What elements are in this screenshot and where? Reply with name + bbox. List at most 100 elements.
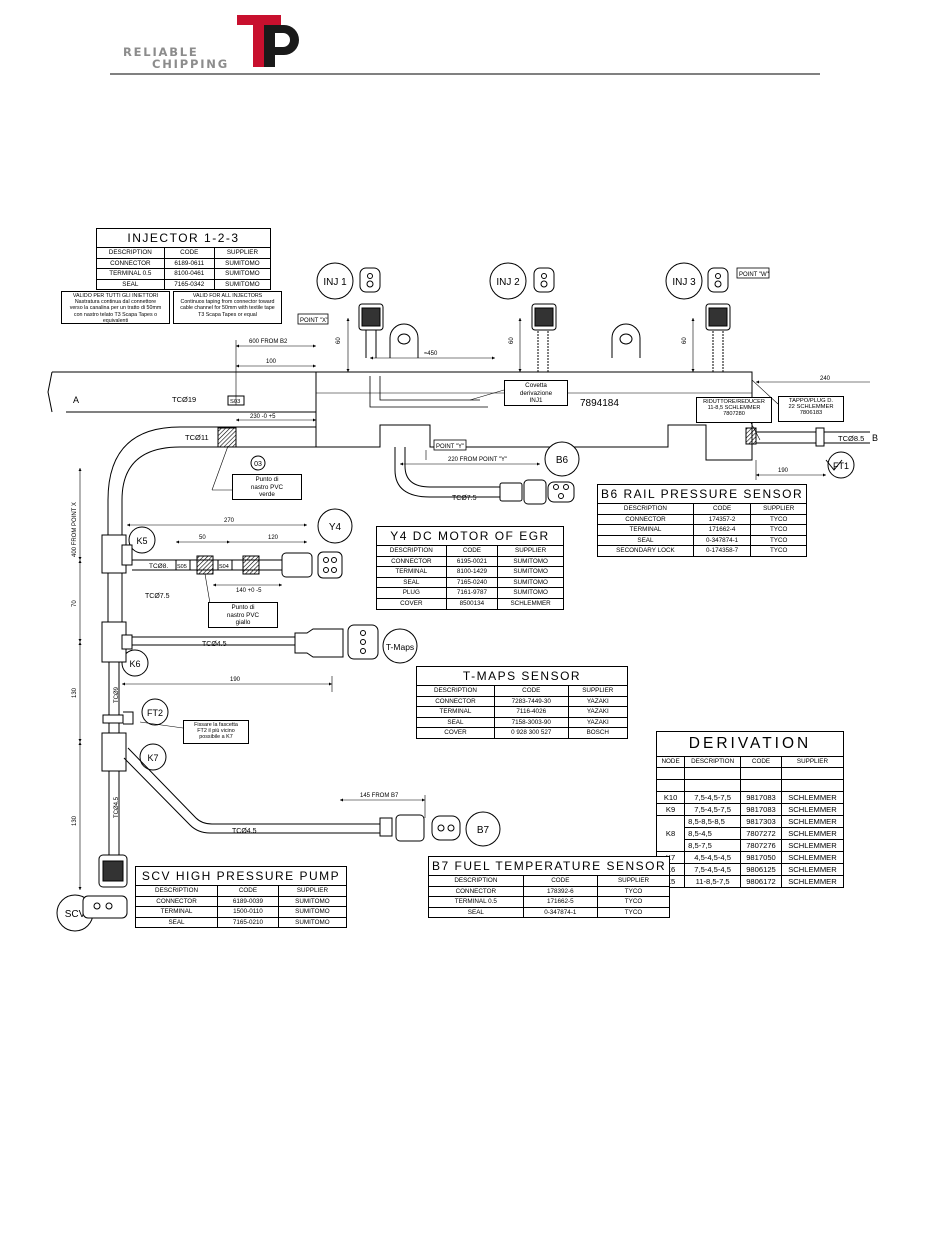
derivation-table-title: DERIVATION (656, 731, 844, 757)
tmaps-table: T-MAPS SENSOR DESCRIPTION CODE SUPPLIER … (416, 666, 629, 739)
covetta-line-2: derivazione (519, 389, 553, 397)
y4-cell: 8500134 (445, 597, 499, 610)
injector-connector-1 (358, 267, 384, 358)
b6-cell: TERMINAL (597, 524, 694, 536)
ft2-callout: Fissare la fascetta FT2 il più vicino po… (183, 720, 249, 744)
derivation-cell: 8,5-4,5 (684, 826, 742, 840)
b6-table-title: B6 RAIL PRESSURE SENSOR (596, 484, 808, 504)
dim-100: 100 (266, 359, 277, 365)
injector-cell: SUMITOMO (213, 268, 272, 280)
dim-60-inj2: 60 (509, 337, 515, 344)
b7-cell: CONNECTOR (428, 885, 524, 898)
derivation-cell: 8,5-7,5 (684, 838, 742, 852)
tmaps-header-code: CODE (493, 685, 569, 697)
tmaps-header-desc: DESCRIPTION (416, 685, 495, 697)
tmaps-table-title: T-MAPS SENSOR (416, 666, 628, 686)
table-row: K5 11-8,5-7,5 9806172 SCHLEMMER (655, 874, 845, 888)
branch-b7 (123, 747, 461, 842)
dim-220: 220 FROM POINT "Y" (448, 457, 507, 463)
splice-s03: S03 (230, 399, 240, 405)
table-row: K9 7,5-4,5-7,5 9817083 SCHLEMMER (655, 802, 845, 816)
injector-note-it: VALIDO PER TUTTI GLI INIETTORI Nastratur… (61, 291, 170, 324)
b7-table-title: B7 FUEL TEMPERATURE SENSOR (427, 856, 671, 876)
table-row: SEAL 0-347874-1 TYCO (597, 534, 808, 547)
derivation-cell: 7,5-4,5-7,5 (684, 790, 742, 804)
left-trunk (82, 426, 316, 919)
tmaps-cell: BOSCH (567, 727, 629, 739)
point-x-flag (297, 313, 329, 325)
derivation-cell: K10 (655, 790, 686, 804)
y4-cell: SEAL (376, 576, 447, 589)
splice-s05: S05 (177, 564, 187, 570)
y4-cell: PLUG (376, 587, 447, 599)
point-x-label: POINT "X" (300, 318, 328, 324)
y4-cell: 7165-0240 (445, 576, 499, 589)
point-y-label: POINT "Y" (436, 444, 464, 450)
b6-cell: TYCO (750, 524, 808, 536)
table-row: K8 8,5-8,5-8,5 9817303 SCHLEMMER (655, 814, 845, 852)
reducer-line-2: 11-8,5 SCHLEMMER (707, 405, 761, 412)
ft2-line-3: possibile a K7 (199, 734, 233, 741)
covetta-line-1: Covetta (525, 382, 547, 389)
b7-header-code: CODE (522, 875, 598, 887)
derivation-cell: SCHLEMMER (780, 790, 845, 804)
y4-header-supplier: SUPPLIER (497, 545, 564, 557)
b6-cell: 174357-2 (692, 513, 752, 526)
derivation-header-desc: DESCRIPTION (684, 756, 742, 768)
scv-cell: CONNECTOR (134, 895, 219, 908)
y4-cell: COVER (376, 597, 447, 610)
reducer-line-3: 7807280 (723, 411, 745, 418)
wire-label-tc4-5-v: TCØ4.5 (114, 796, 120, 818)
y4-cell: 7161-9787 (445, 587, 499, 599)
wire-end-b: B (872, 433, 878, 443)
note-it-line-2: Nastratura continua dal connettore (74, 299, 157, 306)
injector-cell: CONNECTOR (96, 257, 165, 270)
derivation-cell: 9817083 (740, 802, 782, 816)
derivation-cell: SCHLEMMER (780, 838, 845, 852)
injector-table: INJECTOR 1-2-3 DESCRIPTION CODE SUPPLIER… (96, 228, 272, 291)
scv-header-supplier: SUPPLIER (277, 885, 348, 897)
node-inj2-label: INJ 2 (496, 277, 520, 288)
reducer-line-1: RIDUTTORE/REDUCER (703, 399, 765, 405)
note-it-line-5: equivalenti (102, 317, 129, 324)
scv-table-title: SCV HIGH PRESSURE PUMP (135, 866, 347, 886)
scv-cell: SEAL (134, 916, 219, 929)
b7-header-supplier: SUPPLIER (596, 875, 671, 887)
scv-cell: SUMITOMO (277, 906, 348, 918)
scv-header-code: CODE (217, 885, 279, 897)
pvc-yellow-line-3: giallo (235, 619, 251, 627)
table-row: K10 7,5-4,5-7,5 9817083 SCHLEMMER (655, 790, 845, 804)
wire-label-tc7-5-b6: TCØ7.5 (452, 495, 477, 502)
y4-table-title: Y4 DC MOTOR OF EGR (376, 526, 564, 546)
wire-label-tc7-5: TCØ7.5 (145, 593, 170, 600)
ft2-line-2: FT2 il più vicino (197, 728, 235, 735)
pvc-green-line-1: Punto di (255, 476, 279, 483)
derivation-cell: 7,5-4,5-7,5 (684, 802, 742, 816)
b6-cell: TYCO (750, 545, 808, 557)
branch-b6 (394, 447, 575, 505)
table-row: SEAL 7165-0342 SUMITOMO (96, 278, 272, 291)
wire-label-tc4-5-b7: TCØ4.5 (232, 828, 257, 835)
covetta-line-3: INJ1 (529, 397, 543, 405)
table-row: K6 7,5-4,5-4,5 9806125 SCHLEMMER (655, 862, 845, 876)
wire-label-tc8-y4: TCØ8. (149, 563, 168, 570)
node-k5-circle (128, 526, 156, 554)
ft2-line-1: Fissare la fascetta (194, 722, 238, 728)
node-k7-circle (139, 743, 167, 771)
pvc-yellow-line-1: Punto di (231, 604, 255, 611)
plug-callout: TAPPO/PLUG D. 22 SCHLEMMER 7806183 (778, 396, 844, 422)
b6-cell: 0-347874-1 (692, 534, 752, 547)
y4-header-code: CODE (445, 545, 499, 557)
node-tmaps-circle (382, 628, 418, 664)
pvc-green-line-2: nastro PVC (250, 483, 284, 491)
point-w-flag (736, 267, 770, 279)
table-row-empty (655, 766, 845, 780)
derivation-cell: 9817303 (740, 814, 782, 828)
tp-logo (237, 15, 299, 67)
node-inj1-circle (316, 262, 354, 300)
wire-label-tc9-a: TCØ9 (114, 686, 120, 703)
derivation-cell: 9806125 (740, 862, 782, 876)
b6-header-supplier: SUPPLIER (750, 503, 808, 515)
injector-header-desc: DESCRIPTION (96, 247, 165, 259)
derivation-cell: K9 (655, 802, 686, 816)
